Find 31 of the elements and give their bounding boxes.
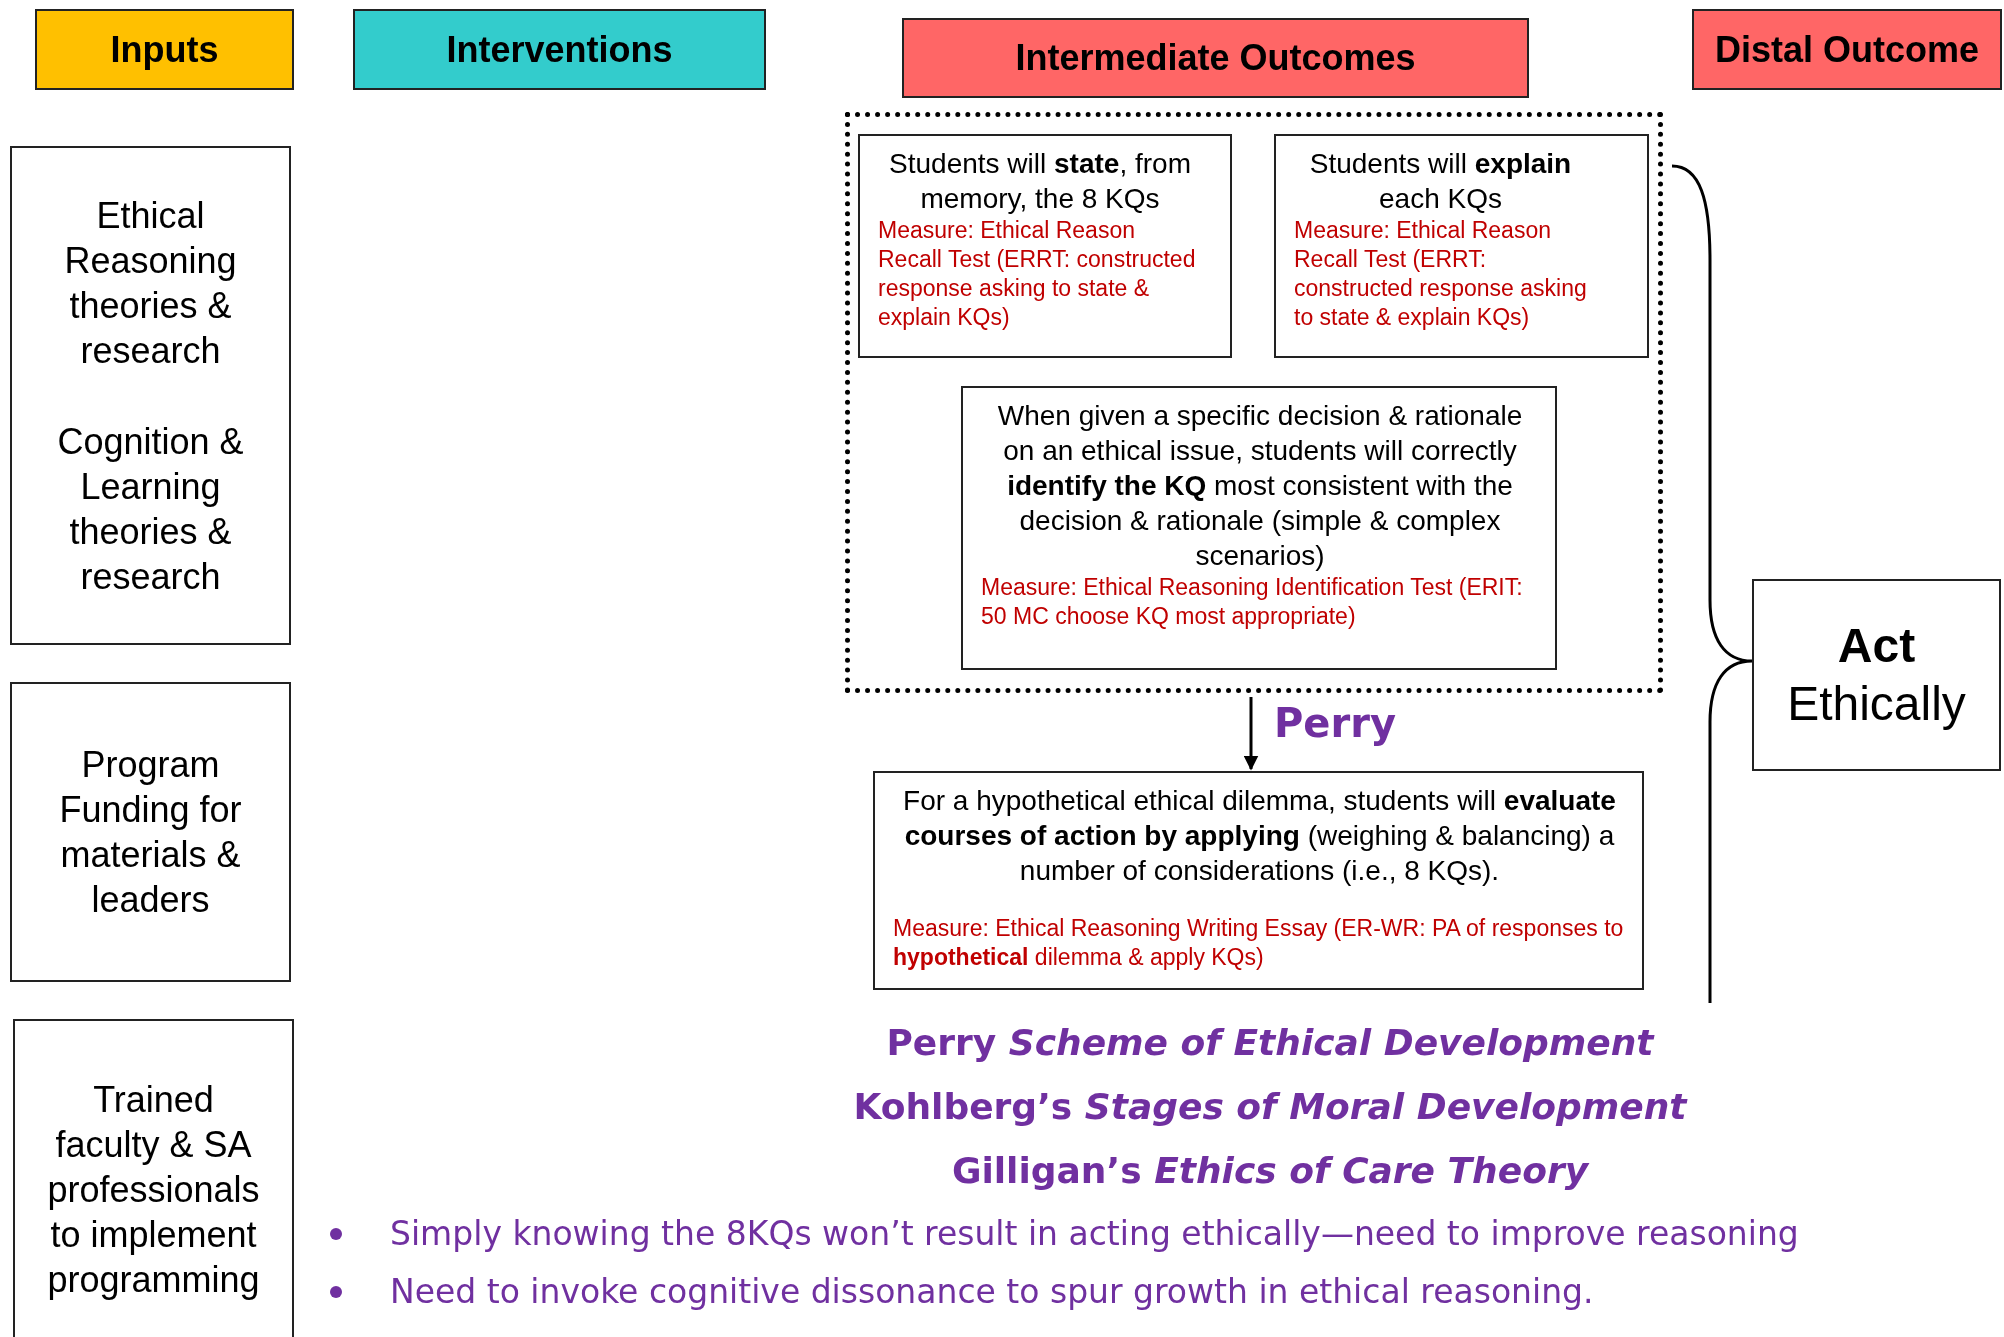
outcome-text: Students will explain each KQs xyxy=(1308,147,1573,216)
input-box xyxy=(13,1019,294,1337)
outcome-box xyxy=(961,386,1557,670)
column-header: Intermediate Outcomes xyxy=(902,18,1529,98)
input-box xyxy=(10,682,291,982)
outcome-box: Act Ethically xyxy=(1752,579,2001,771)
column-header: Inputs xyxy=(35,9,294,90)
outcome-box xyxy=(1274,134,1649,358)
outcome-text: Students will state, from memory, the 8 KQs xyxy=(888,147,1192,216)
bullet-text: Simply knowing the 8KQs won’t result in acting ethically—need to improve reasoning xyxy=(390,1213,1799,1255)
measure-text: Measure: Ethical Reason Recall Test (ERRT: constructed response asking to state & explain KQs) xyxy=(1294,216,1588,332)
outcome-text: For a hypothetical ethical dilemma, students will evaluate courses of action by applying (weighing & balancing) a number of considerations (i.e., 8 KQs). xyxy=(902,784,1617,888)
column-header: Distal Outcome xyxy=(1692,9,2002,90)
dotted-group-box xyxy=(845,112,1663,693)
outcome-text: When given a specific decision & rationale on an ethical issue, students will correctly identify the KQ most consistent with the decision & rationale (simple & complex scenarios) xyxy=(996,399,1524,573)
bullet-text: Need to invoke cognitive dissonance to spur growth in ethical reasoning. xyxy=(390,1271,1594,1313)
outcome-box xyxy=(858,134,1232,358)
measure-text: Measure: Ethical Reasoning Writing Essay (ER-WR: PA of responses to hypothetical dilemma & apply KQs) xyxy=(893,914,1625,972)
input-text: Ethical Reasoning theories & research xyxy=(63,193,238,373)
measure-text: Measure: Ethical Reasoning Identification Test (ERIT: 50 MC choose KQ most appropriate) xyxy=(981,573,1524,631)
input-text: Trained faculty & SA professionals to implement programming xyxy=(46,1077,261,1302)
theory-title: Perry Scheme of Ethical Development xyxy=(885,1021,1656,1065)
outcome-box xyxy=(873,771,1644,990)
arrow xyxy=(1243,697,1259,771)
measure-text: Measure: Ethical Reason Recall Test (ERRT: constructed response asking to state & explain KQs) xyxy=(878,216,1197,332)
theory-title: Kohlberg’s Stages of Moral Development xyxy=(852,1085,1689,1129)
input-text: Cognition & Learning theories & research xyxy=(56,419,245,599)
input-text: Program Funding for materials & leaders xyxy=(58,743,243,922)
column-header: Interventions xyxy=(353,9,766,90)
theory-title: Gilligan’s Ethics of Care Theory xyxy=(950,1149,1591,1193)
input-box xyxy=(10,146,291,645)
